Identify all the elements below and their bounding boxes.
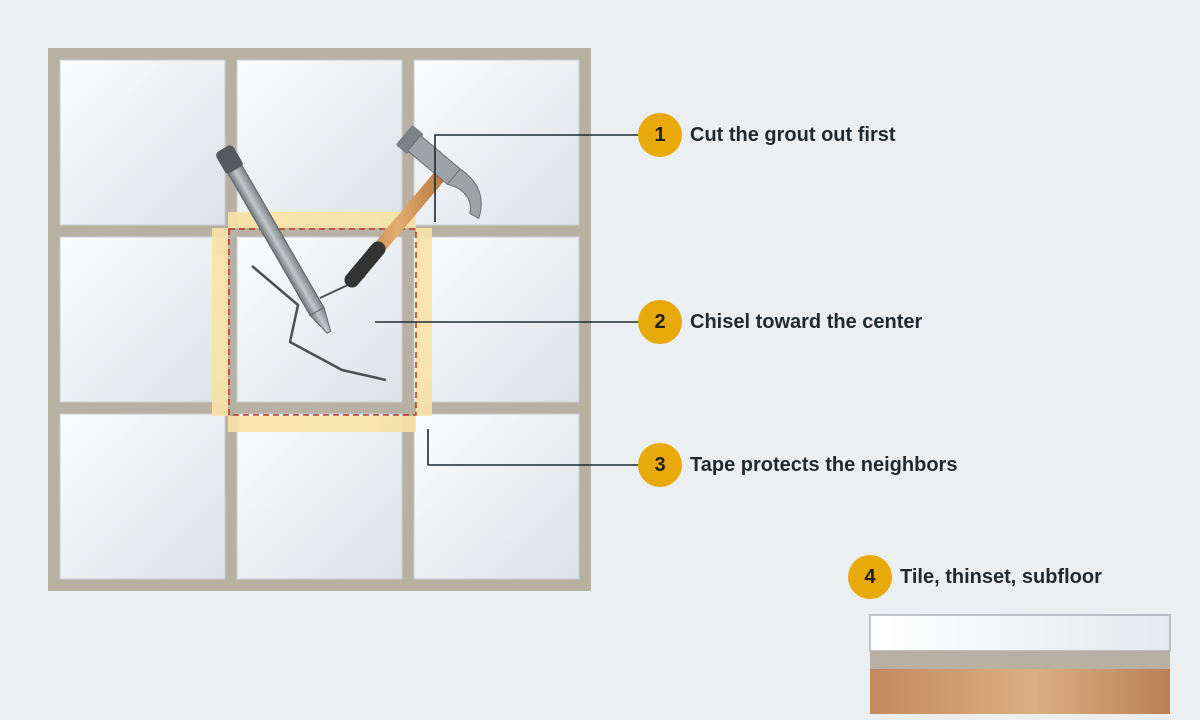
- step-3-callout: 3 Tape protects the neighbors: [638, 443, 957, 487]
- step-3-label: Tape protects the neighbors: [690, 453, 958, 476]
- step-4-badge: 4: [848, 555, 892, 599]
- step-4-callout: 4 Tile, thinset, subfloor: [848, 555, 1102, 599]
- subfloor-layer: [870, 669, 1170, 714]
- tape-frame: [212, 212, 432, 432]
- step-2-badge: 2: [638, 300, 682, 344]
- tile: [59, 59, 226, 226]
- cross-section: [869, 614, 1171, 714]
- step-1-label: Cut the grout out first: [690, 123, 896, 146]
- chisel-icon: [216, 145, 332, 334]
- tile: [236, 59, 403, 226]
- step-2-label: Chisel toward the center: [690, 310, 923, 333]
- tape-left: [212, 228, 228, 416]
- tile: [413, 59, 580, 226]
- leader-line-1: [434, 134, 638, 222]
- step-1-badge: 1: [638, 113, 682, 157]
- step-4-label: Tile, thinset, subfloor: [900, 565, 1102, 588]
- tile: [59, 413, 226, 580]
- tile: [236, 413, 403, 580]
- crack-icon: [251, 265, 387, 382]
- thinset-layer: [870, 651, 1170, 669]
- tile: [413, 413, 580, 580]
- tile-layer: [869, 614, 1171, 652]
- step-2-callout: 2 Chisel toward the center: [638, 300, 922, 344]
- step-1-callout: 1 Cut the grout out first: [638, 113, 896, 157]
- tile: [59, 236, 226, 403]
- leader-lines: [375, 134, 638, 466]
- tile: [413, 236, 580, 403]
- tile-grid: [48, 48, 591, 591]
- step-3-badge: 3: [638, 443, 682, 487]
- tape-bottom: [228, 416, 416, 432]
- leader-line-3: [427, 429, 638, 466]
- hammer-icon: [344, 125, 482, 288]
